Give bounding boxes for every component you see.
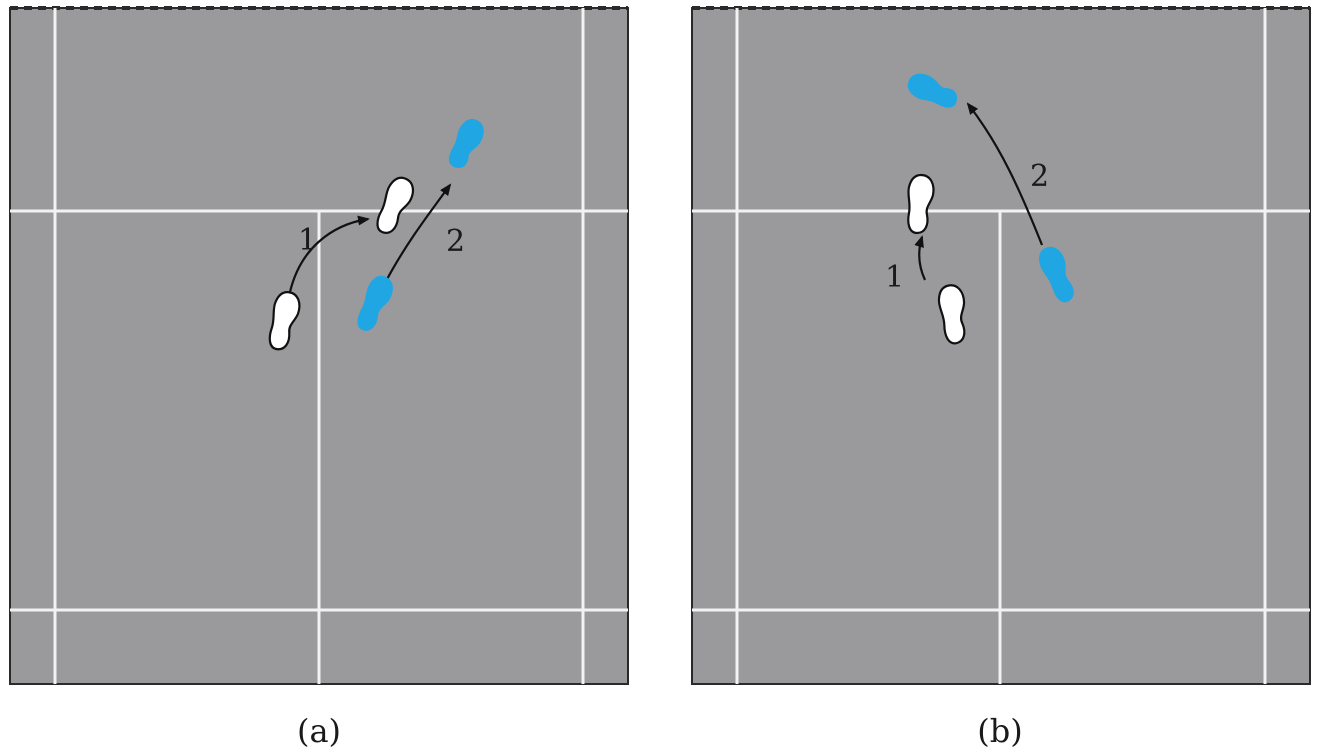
blue-footprint-icon (357, 275, 393, 331)
panel-b: 1 2 (b) (691, 6, 1311, 750)
caption-a: (a) (297, 712, 341, 750)
step-label-1-a: 1 (298, 223, 317, 258)
blue-footprint-icon (907, 73, 958, 108)
step-label-2-a: 2 (446, 224, 465, 259)
panel-a: 1 2 (a) (9, 6, 629, 750)
step-label-2-b: 2 (1030, 159, 1049, 194)
blue-footprint-icon (1039, 246, 1074, 303)
white-footprint-icon (376, 176, 415, 234)
caption-b: (b) (977, 712, 1022, 750)
arrow-step1-b (914, 235, 926, 281)
arrow-step2-b (966, 102, 1044, 246)
white-footprint-icon (268, 291, 301, 351)
arrow-step2-a (384, 183, 452, 284)
arrow-step1-a (288, 215, 370, 293)
step-label-1-b: 1 (885, 260, 904, 295)
blue-footprint-icon (448, 118, 484, 168)
white-footprint-icon (907, 173, 935, 235)
white-footprint-icon (937, 284, 966, 345)
